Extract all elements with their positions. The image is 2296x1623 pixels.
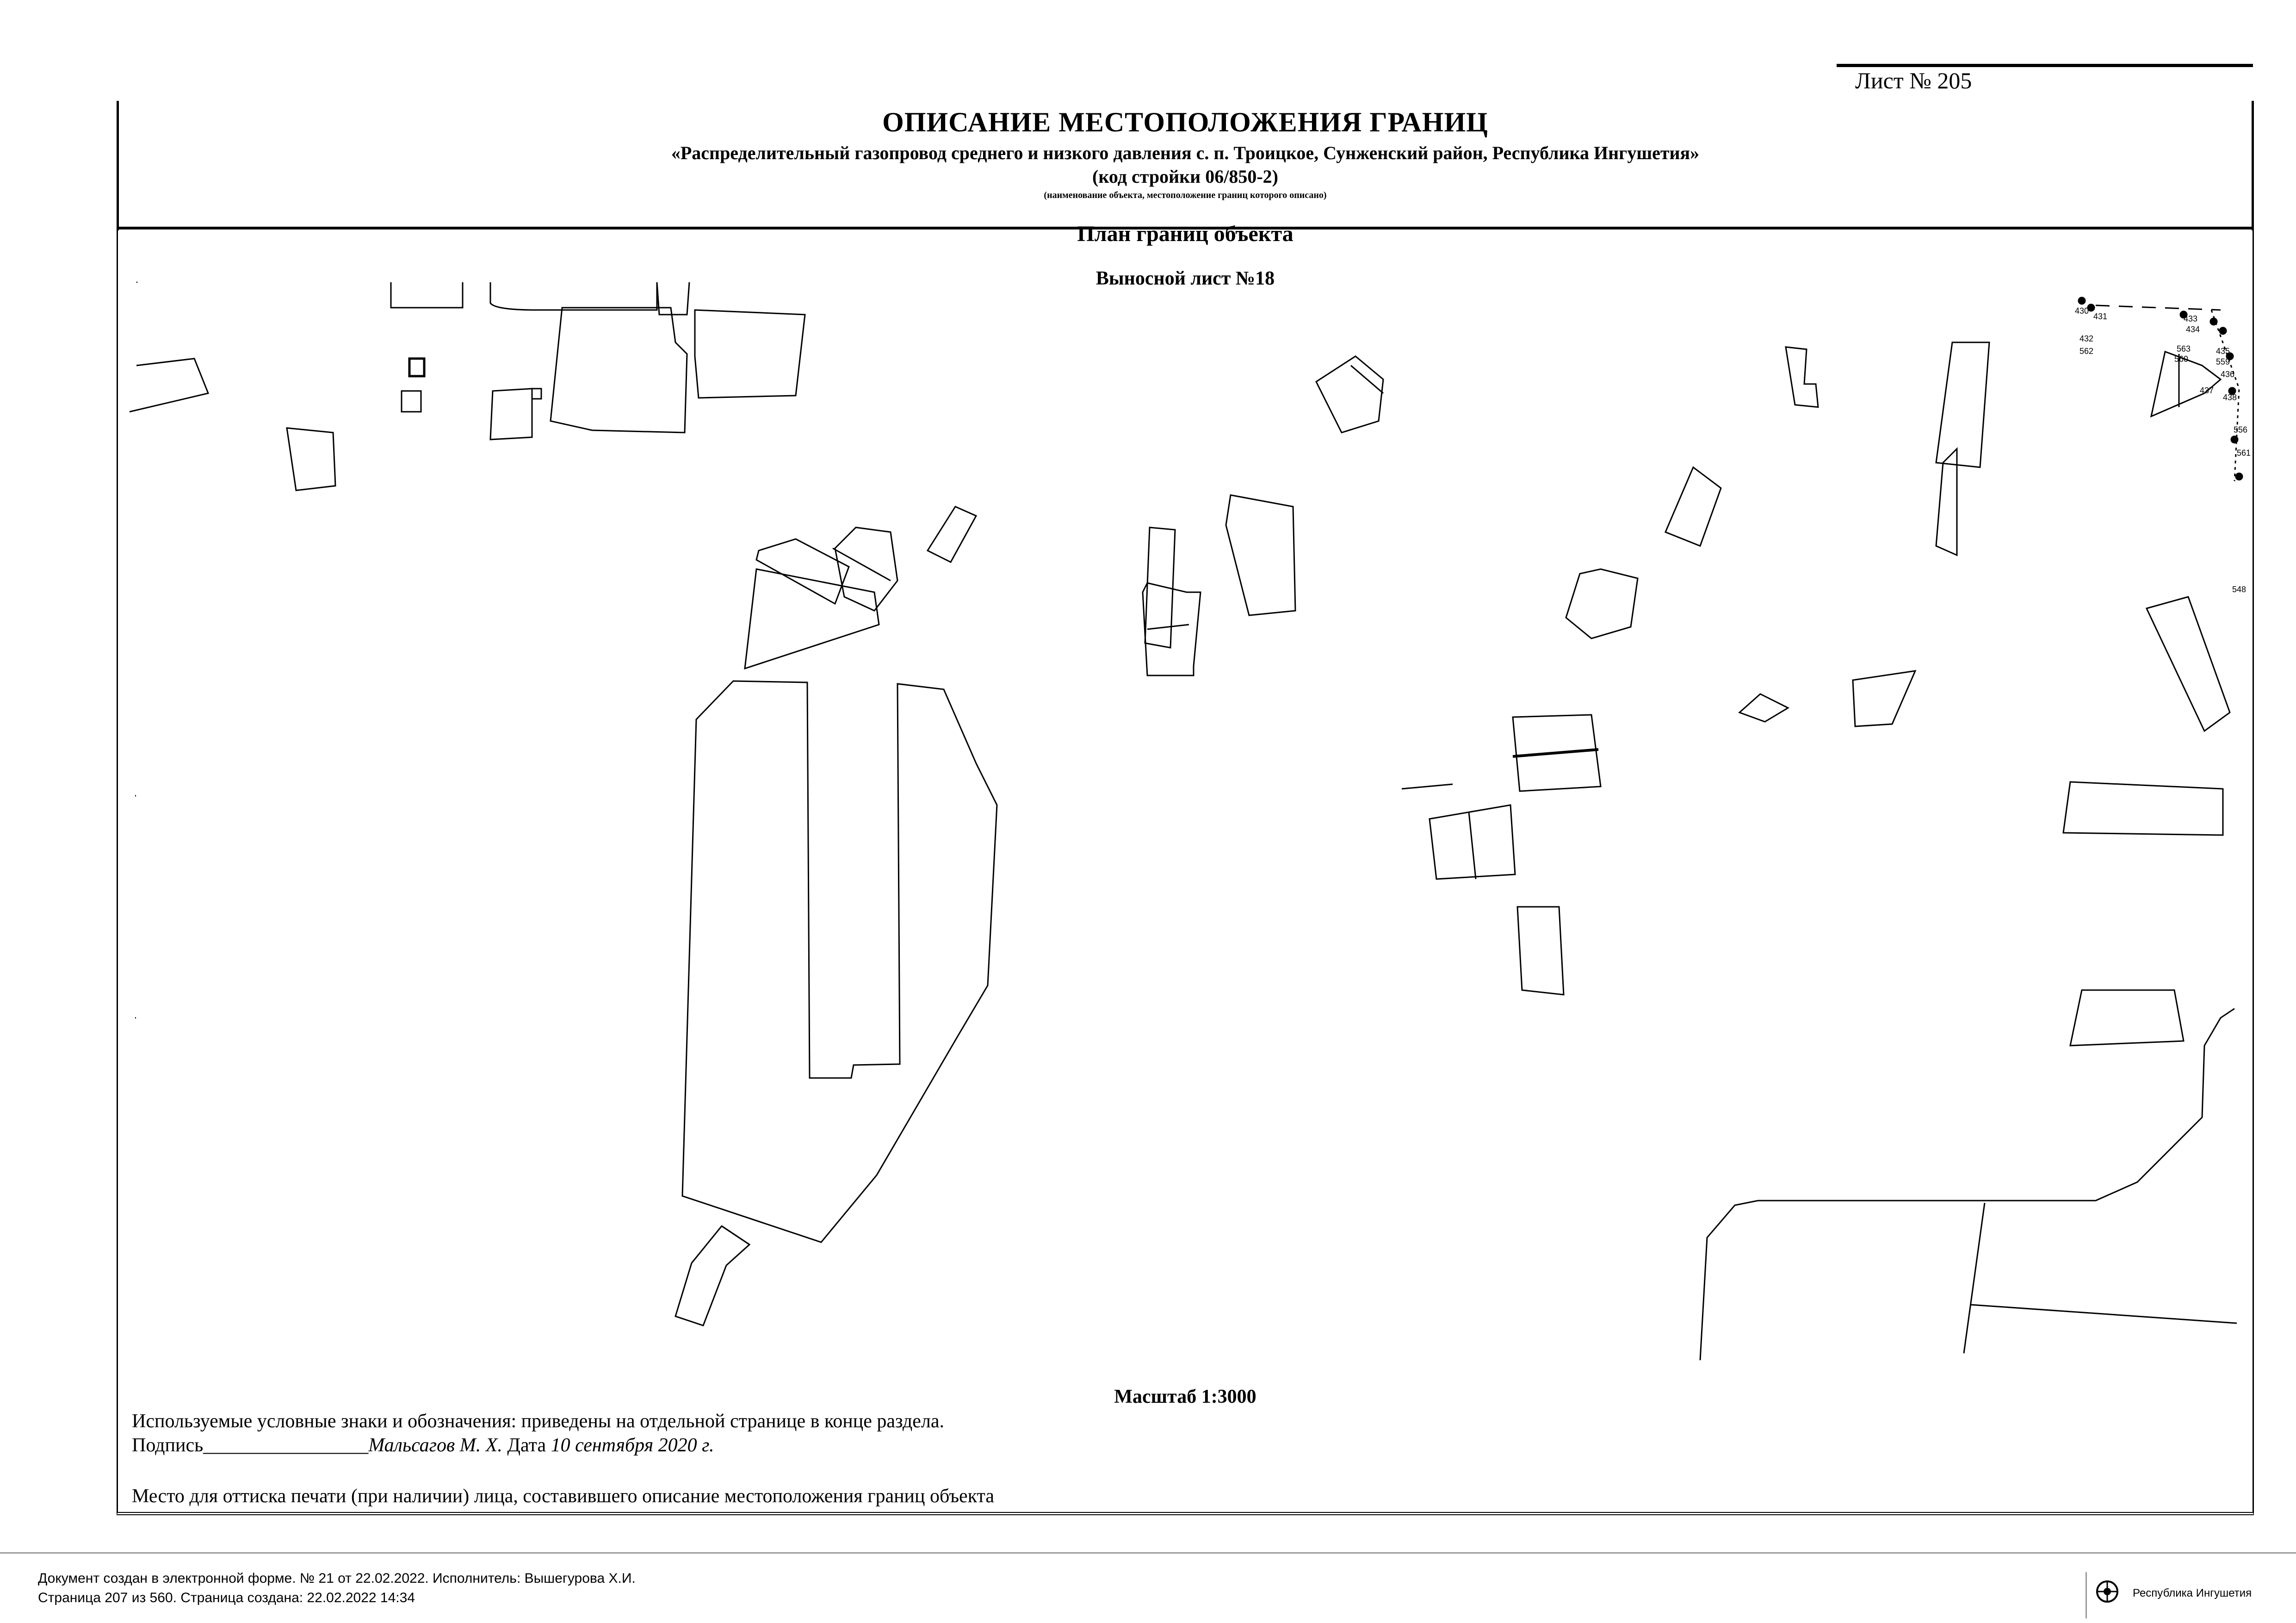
parcel [129, 358, 210, 413]
parcel [1144, 527, 1176, 649]
parcel [2210, 310, 2240, 482]
object-name: «Распределительный газопровод среднего и… [671, 142, 1700, 163]
construction-code: (код стройки 06/850-2) [1092, 166, 1278, 187]
point-label: 436 [2221, 370, 2234, 379]
parcel [656, 282, 690, 316]
parcel [2069, 989, 2185, 1047]
parcel [1225, 494, 1296, 616]
document-header: ОПИСАНИЕ МЕСТОПОЛОЖЕНИЯ ГРАНИЦ «Распреде… [117, 101, 2254, 230]
date-label: Дата [507, 1435, 546, 1456]
parcel [1315, 355, 1384, 434]
point-label: 432 [2079, 334, 2093, 343]
object-name-caption: (наименование объекта, местоположение гр… [1044, 190, 1327, 200]
point-label: 434 [2186, 325, 2200, 334]
boundary-line [1699, 1008, 2235, 1361]
parcel [401, 390, 422, 413]
parcel [2150, 350, 2222, 418]
emblem-icon [2096, 1580, 2118, 1603]
parcel [1429, 804, 1516, 880]
parcel [1512, 714, 1602, 792]
footer-line-2: Страница 207 из 560. Страница создана: 2… [38, 1590, 415, 1605]
point-label: 556 [2234, 425, 2247, 434]
point-label: 435 [2216, 347, 2230, 356]
parcel [1401, 783, 1453, 790]
parcel [1142, 582, 1201, 676]
signer-name: Мальсагов М. Х. [368, 1435, 502, 1456]
point-label: 437 [2200, 386, 2214, 395]
parcel [2095, 304, 2221, 311]
parcel [1468, 812, 1477, 880]
point-label: 433 [2184, 314, 2197, 323]
parcel [489, 388, 533, 440]
logo-caption: Республика Ингушетия [2133, 1587, 2252, 1599]
sheet-subtitle: Выносной лист №18 [1095, 268, 1275, 289]
parcel [1565, 568, 1639, 639]
signature-label: Подпись [132, 1435, 204, 1456]
legend-note: Используемые условные знаки и обозначени… [132, 1411, 944, 1432]
parcel [1147, 624, 1189, 630]
parcel [2145, 596, 2231, 732]
footer-line-1: Документ создан в электронной форме. № 2… [38, 1571, 636, 1586]
point-label: 430 [2075, 306, 2089, 316]
parcel [390, 282, 464, 309]
plan-title: План границ объекта [1077, 222, 1293, 246]
signature-blank: _________________ [203, 1435, 369, 1456]
footer-divider [0, 1552, 2296, 1554]
parcel [489, 282, 658, 311]
parcel [550, 307, 688, 434]
document-title: ОПИСАНИЕ МЕСТОПОЛОЖЕНИЯ ГРАНИЦ [882, 107, 1488, 137]
parcel [834, 527, 898, 612]
sheet-number: Лист № 205 [1837, 64, 2253, 101]
signature-date: 10 сентября 2020 г. [551, 1435, 714, 1456]
point-label: 561 [2237, 448, 2251, 458]
point-label: 562 [2079, 347, 2093, 356]
parcel [675, 1225, 751, 1326]
parcel [1738, 693, 1790, 723]
parcel [1935, 447, 1958, 557]
point-label: 431 [2093, 312, 2107, 321]
point-label: 560 [2174, 354, 2188, 364]
logo-divider [2086, 1572, 2087, 1618]
parcel [681, 680, 998, 1243]
point-label: 438 [2223, 393, 2237, 402]
parcel [2062, 781, 2224, 836]
point-label: 563 [2177, 344, 2191, 353]
parcel [744, 568, 880, 670]
parcel [694, 309, 806, 399]
map-scale: Масштаб 1:3000 [1114, 1386, 1256, 1407]
parcel [721, 1225, 750, 1245]
parcel [286, 427, 336, 491]
point-label: 548 [2232, 585, 2246, 594]
boundary-line [1970, 1304, 2237, 1324]
plan-frame [117, 227, 2254, 1515]
parcel [1516, 906, 1565, 996]
parcel [1852, 670, 1917, 727]
parcel [1785, 346, 1819, 408]
parcel [1665, 466, 1722, 547]
parcel [408, 357, 426, 378]
boundary-line [1963, 1202, 1986, 1354]
signature-line: Подпись_________________Мальсагов М. Х. … [132, 1434, 714, 1456]
parcel [926, 506, 978, 563]
parcel [1512, 748, 1599, 758]
point-label: 559 [2216, 357, 2230, 366]
parcel [531, 388, 542, 400]
stamp-place-note: Место для оттиска печати (при наличии) л… [132, 1486, 995, 1507]
parcel [1935, 341, 1990, 468]
parcel [832, 547, 891, 582]
parcel [1350, 365, 1384, 394]
